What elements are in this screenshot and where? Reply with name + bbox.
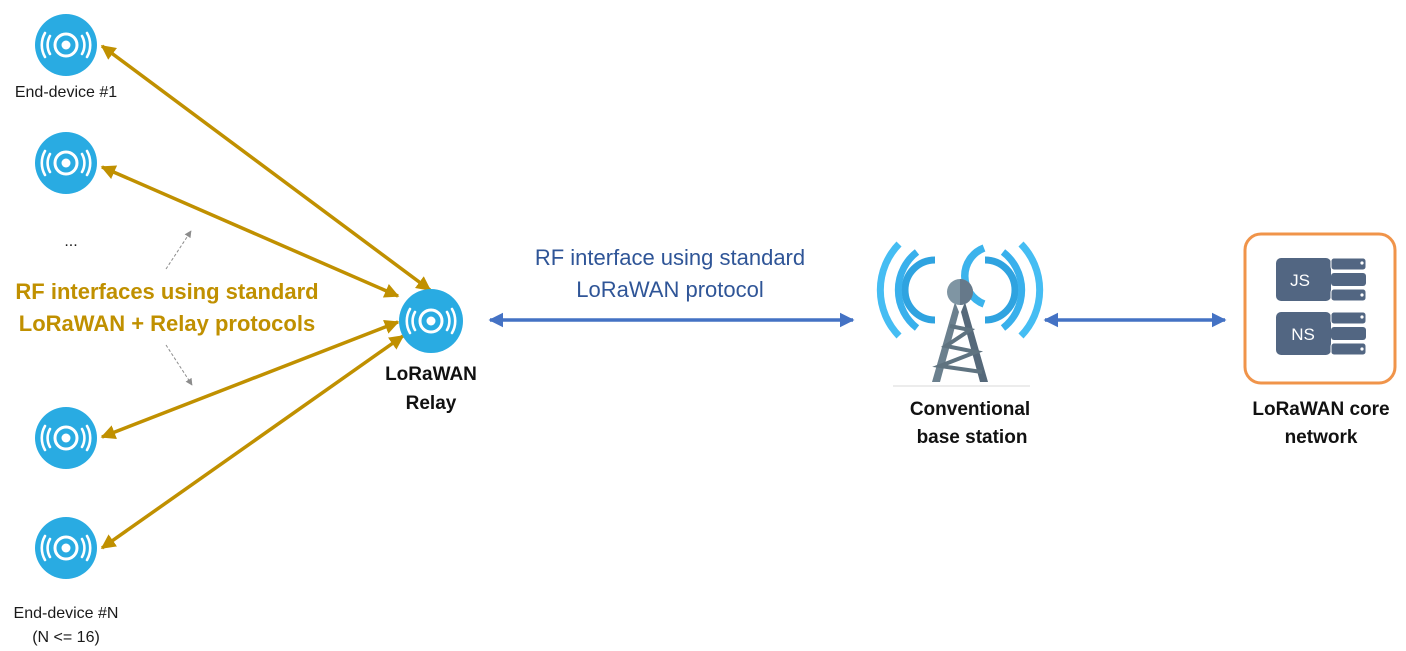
- server-js-icon: [1276, 257, 1367, 302]
- annotation-arrow-down: [165, 344, 193, 386]
- server-ns-label: NS: [1291, 325, 1315, 344]
- core-network-box[interactable]: JS NS: [1243, 232, 1397, 385]
- end-device-2[interactable]: [35, 132, 97, 194]
- core-network-label-line1: LoRaWAN core: [1252, 399, 1390, 420]
- cell-tower-icon[interactable]: [876, 241, 1044, 387]
- backhaul-text-line2: LoRaWAN protocol: [576, 277, 764, 302]
- relay-node[interactable]: [399, 289, 463, 353]
- end-device-n-sublabel: (N <= 16): [32, 629, 100, 646]
- relay-link-edN: [100, 334, 405, 550]
- relay-label-line2: Relay: [405, 393, 457, 414]
- base-station-label-line2: base station: [916, 427, 1028, 448]
- end-device-n-label: End-device #N: [13, 605, 119, 622]
- relay-link-ed1: [100, 44, 432, 292]
- end-device-1[interactable]: [35, 14, 97, 76]
- annotation-arrow-up: [165, 230, 192, 270]
- relay-protocol-text-line1: RF interfaces using standard: [15, 279, 319, 304]
- end-device-n[interactable]: [35, 517, 97, 579]
- relay-label-line1: LoRaWAN: [385, 364, 477, 385]
- server-js-label: JS: [1290, 271, 1310, 290]
- relay-protocol-text-line2: LoRaWAN + Relay protocols: [18, 311, 316, 336]
- end-device-1-label: End-device #1: [14, 84, 118, 101]
- core-network-label-line2: network: [1284, 427, 1358, 448]
- server-ns-icon: [1276, 311, 1367, 356]
- base-station-label-line1: Conventional: [909, 399, 1031, 420]
- relay-link-ed2: [100, 165, 400, 298]
- backhaul-text-line1: RF interface using standard: [534, 245, 806, 270]
- ellipsis-label: ...: [64, 233, 78, 250]
- end-device-3[interactable]: [35, 407, 97, 469]
